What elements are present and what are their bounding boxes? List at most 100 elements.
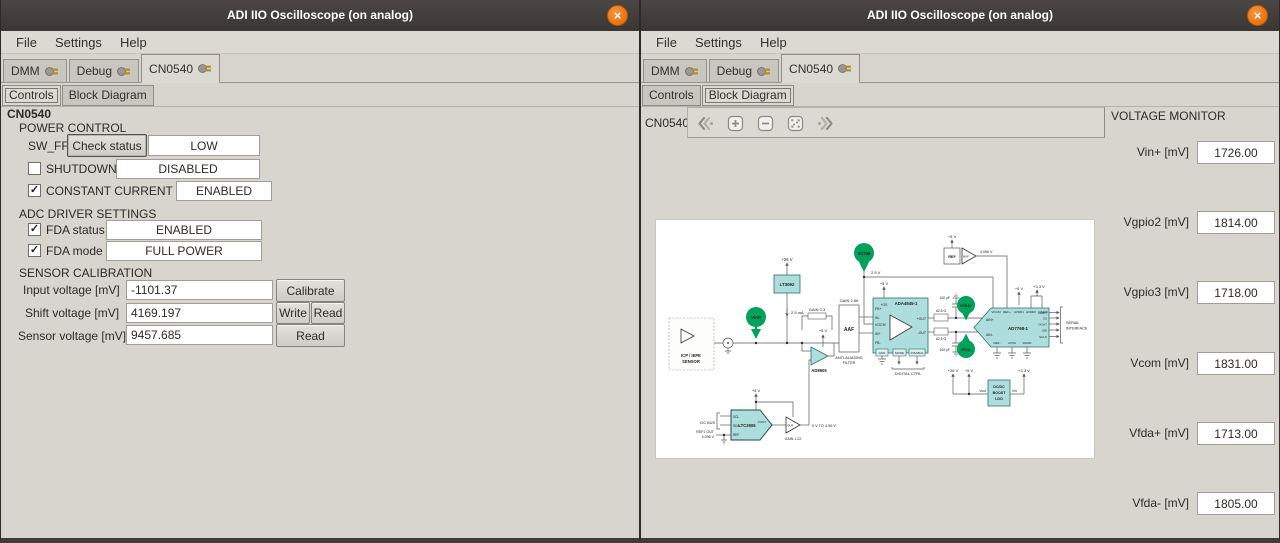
read-sensor-button[interactable]: Read bbox=[276, 324, 345, 347]
svg-text:REF-: REF- bbox=[994, 341, 1001, 345]
block-ad8605 bbox=[810, 346, 829, 366]
shift-voltage-field[interactable]: 4169.197 bbox=[126, 303, 273, 323]
svg-text:IN-: IN- bbox=[875, 316, 881, 320]
svg-text:+5 V: +5 V bbox=[1015, 286, 1024, 291]
svg-text:4.096 V: 4.096 V bbox=[980, 250, 993, 254]
tab-debug[interactable]: Debug bbox=[68, 59, 140, 82]
menu-help[interactable]: Help bbox=[759, 34, 787, 50]
vfda-minus-value[interactable]: 1805.00 bbox=[1197, 492, 1275, 515]
junction-dots bbox=[722, 275, 971, 437]
vcom-label: Vcom [mV] bbox=[1130, 356, 1189, 370]
menu-file[interactable]: File bbox=[16, 34, 37, 50]
vgpio3-label: Vgpio3 [mV] bbox=[1123, 285, 1189, 299]
vgpio2-value[interactable]: 1814.00 bbox=[1197, 211, 1275, 234]
shutdown-value[interactable]: DISABLED bbox=[116, 159, 260, 179]
constant-current-value[interactable]: ENABLED bbox=[176, 181, 272, 201]
vfda-plus-value[interactable]: 1713.00 bbox=[1197, 422, 1275, 445]
vgpio3-value[interactable]: 1718.00 bbox=[1197, 281, 1275, 304]
svg-text:DGND: DGND bbox=[1023, 341, 1033, 345]
svg-text:+5 V: +5 V bbox=[948, 234, 957, 239]
input-voltage-label: Input voltage [mV] bbox=[23, 283, 120, 297]
subtab-block-diagram[interactable]: Block Diagram bbox=[61, 85, 154, 106]
svg-text:LDO: LDO bbox=[995, 397, 1003, 401]
fda-status-checkbox[interactable]: ✓ bbox=[28, 223, 41, 236]
tab-dmm[interactable]: DMM bbox=[3, 59, 67, 82]
svg-text:+5 V: +5 V bbox=[965, 368, 974, 373]
check-status-button[interactable]: Check status bbox=[67, 134, 147, 157]
svg-text:GAIN 0.3: GAIN 0.3 bbox=[809, 307, 826, 312]
menu-settings[interactable]: Settings bbox=[694, 34, 742, 50]
titlebar[interactable]: ADI IIO Oscilloscope (on analog) × bbox=[1, 0, 639, 32]
zoom-in-icon[interactable] bbox=[726, 114, 745, 133]
calibrate-button[interactable]: Calibrate bbox=[276, 279, 345, 302]
read-button[interactable]: Read bbox=[311, 302, 345, 324]
svg-text:SDI: SDI bbox=[1042, 329, 1047, 333]
svg-text:BUF: BUF bbox=[963, 255, 969, 259]
menu-file[interactable]: File bbox=[656, 34, 677, 50]
block-diagram-image: ICP / IEPE SENSOR VinP LT3092 +26 V 2.5 … bbox=[656, 220, 1094, 458]
svg-text:-OUT: -OUT bbox=[917, 331, 926, 335]
device-tabs: DMM Debug CN0540 bbox=[641, 54, 1279, 83]
svg-text:0 V TO 4.99 V: 0 V TO 4.99 V bbox=[812, 424, 836, 428]
zoom-out-icon[interactable] bbox=[756, 114, 775, 133]
menu-help[interactable]: Help bbox=[119, 34, 147, 50]
tab-cn0540[interactable]: CN0540 bbox=[781, 54, 861, 83]
window-title: ADI IIO Oscilloscope (on analog) bbox=[866, 8, 1054, 22]
vfda-minus-label: Vfda- [mV] bbox=[1132, 496, 1189, 510]
sensor-voltage-field[interactable]: 9457.685 bbox=[126, 325, 273, 345]
svg-text:62.5 Ω: 62.5 Ω bbox=[936, 337, 947, 341]
sw-ff-value[interactable]: LOW bbox=[148, 135, 260, 156]
svg-text:AVSS: AVSS bbox=[1008, 341, 1016, 345]
subtab-block-diagram[interactable]: Block Diagram bbox=[701, 85, 794, 106]
subtab-controls[interactable]: Controls bbox=[642, 85, 701, 106]
svg-text:AIN-: AIN- bbox=[986, 333, 993, 337]
plug-connected-icon bbox=[838, 64, 852, 73]
section-sensor-calibration: SENSOR CALIBRATION bbox=[19, 266, 153, 280]
titlebar[interactable]: ADI IIO Oscilloscope (on analog) × bbox=[641, 0, 1279, 32]
vcom-value[interactable]: 1831.00 bbox=[1197, 352, 1275, 375]
window-title: ADI IIO Oscilloscope (on analog) bbox=[226, 8, 414, 22]
svg-text:INTERFACE: INTERFACE bbox=[1066, 327, 1088, 331]
svg-text:+5 V: +5 V bbox=[819, 328, 828, 333]
tab-dmm[interactable]: DMM bbox=[643, 59, 707, 82]
svg-text:DIGITAL CTRL: DIGITAL CTRL bbox=[895, 371, 922, 376]
svg-text:FB-: FB- bbox=[875, 341, 881, 345]
menu-settings[interactable]: Settings bbox=[54, 34, 102, 50]
close-icon[interactable]: × bbox=[607, 5, 628, 26]
write-button[interactable]: Write bbox=[276, 302, 310, 324]
tab-cn0540[interactable]: CN0540 bbox=[141, 54, 221, 83]
input-voltage-field[interactable]: -1101.37 bbox=[126, 280, 273, 300]
svg-text:+5 V: +5 V bbox=[752, 388, 761, 393]
fda-status-label: FDA status bbox=[46, 223, 105, 237]
fda-mode-checkbox[interactable]: ✓ bbox=[28, 244, 41, 257]
plug-connected-icon bbox=[684, 66, 698, 76]
svg-text:LT3092: LT3092 bbox=[780, 282, 795, 287]
vin-plus-value[interactable]: 1726.00 bbox=[1197, 141, 1275, 164]
block-aaf bbox=[838, 304, 860, 353]
svg-text:SDA: SDA bbox=[733, 424, 740, 428]
block-dcdc bbox=[987, 379, 1011, 407]
menubar: File Settings Help bbox=[641, 31, 1279, 54]
feedback-resistor bbox=[807, 312, 827, 320]
svg-text:AAF: AAF bbox=[844, 327, 854, 333]
shutdown-checkbox[interactable] bbox=[28, 162, 41, 175]
check-icon: ✓ bbox=[29, 223, 40, 235]
svg-text:REF1 OUT: REF1 OUT bbox=[696, 430, 715, 434]
svg-text:VOUT: VOUT bbox=[758, 420, 767, 424]
chevrons-right-icon[interactable] bbox=[816, 114, 835, 133]
fda-status-value[interactable]: ENABLED bbox=[106, 220, 262, 240]
close-icon[interactable]: × bbox=[1247, 5, 1268, 26]
fda-mode-value[interactable]: FULL POWER bbox=[106, 241, 262, 261]
window-controls: ADI IIO Oscilloscope (on analog) × File … bbox=[0, 0, 640, 543]
svg-text:+5 V: +5 V bbox=[880, 281, 889, 286]
subtab-controls[interactable]: Controls bbox=[2, 85, 61, 106]
constant-current-checkbox[interactable]: ✓ bbox=[28, 184, 41, 197]
svg-text:AD8605: AD8605 bbox=[811, 368, 827, 373]
fit-page-icon[interactable] bbox=[786, 114, 805, 133]
constant-current-label: CONSTANT CURRENT bbox=[46, 184, 173, 198]
svg-text:AD7768-1: AD7768-1 bbox=[1008, 326, 1029, 331]
tab-debug[interactable]: Debug bbox=[708, 59, 780, 82]
svg-text:AIN+: AIN+ bbox=[986, 318, 994, 322]
chevrons-left-icon[interactable] bbox=[696, 114, 715, 133]
svg-text:IN+: IN+ bbox=[875, 332, 881, 336]
